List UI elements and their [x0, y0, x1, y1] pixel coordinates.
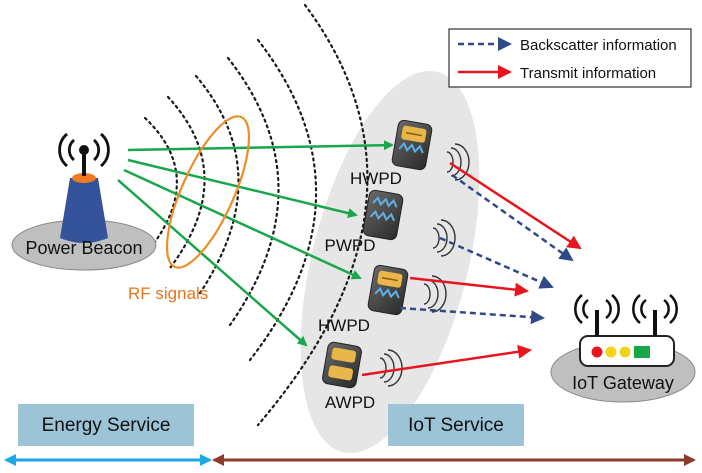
device-pwpd — [362, 189, 404, 241]
transmit-arrows — [361, 161, 582, 377]
service-bar: Energy Service IoT Service — [4, 404, 696, 466]
device-label-awpd: AWPD — [325, 393, 375, 412]
device-awpd — [322, 341, 362, 389]
device-signal-waves — [379, 143, 470, 387]
power-beacon-tip — [72, 173, 96, 183]
device-hwpd-1 — [391, 119, 433, 171]
device-label-hwpd-2: HWPD — [318, 316, 370, 335]
power-beacon: Power Beacon — [11, 132, 157, 271]
energy-arrows — [117, 140, 394, 347]
backscatter-arrows — [399, 173, 574, 325]
device-hwpd-2 — [367, 264, 409, 316]
device-label-hwpd-1: HWPD — [350, 169, 402, 188]
power-beacon-label: Power Beacon — [25, 238, 142, 258]
energy-service-label: Energy Service — [42, 415, 171, 436]
legend-backscatter-label: Backscatter information — [520, 37, 677, 54]
iot-gateway: IoT Gateway — [550, 294, 696, 403]
power-beacon-tower — [60, 178, 108, 243]
energy-service-box — [18, 404, 194, 446]
iot-gateway-label: IoT Gateway — [572, 373, 674, 393]
rf-signals-label: RF signals — [128, 284, 208, 303]
iot-service-label: IoT Service — [408, 415, 504, 436]
device-label-pwpd: PWPD — [325, 236, 376, 255]
legend-transmit-label: Transmit information — [520, 65, 656, 82]
legend-box: Backscatter information Transmit informa… — [448, 28, 692, 88]
antenna-waves-icon — [58, 132, 110, 168]
rf-signals-ellipse — [165, 115, 251, 269]
gateway-antenna-waves-icon — [574, 294, 678, 324]
iot-service-box — [388, 404, 524, 446]
